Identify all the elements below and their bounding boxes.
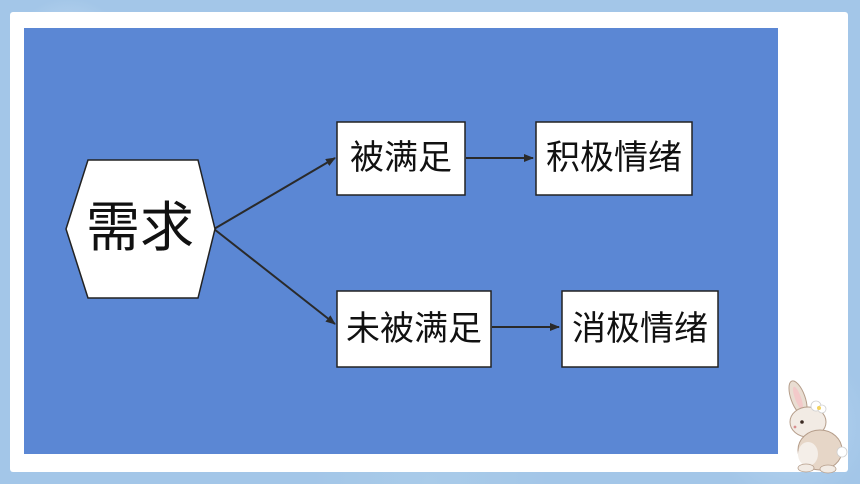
node-positive-emotion-label: 积极情绪 — [546, 138, 682, 178]
node-negative-emotion: 消极情绪 — [561, 290, 719, 368]
bunny-mascot-icon — [788, 380, 848, 474]
node-unsatisfied: 未被满足 — [336, 290, 492, 368]
node-satisfied: 被满足 — [336, 121, 466, 196]
node-root-label: 需求 — [86, 196, 194, 259]
node-negative-emotion-label: 消极情绪 — [572, 309, 708, 349]
node-satisfied-label: 被满足 — [350, 138, 452, 178]
node-root: 需求 — [65, 159, 216, 299]
arrow-root-to-satisfied — [213, 157, 336, 230]
node-positive-emotion: 积极情绪 — [535, 121, 693, 196]
arrow-root-to-unsatisfied — [213, 228, 336, 325]
node-unsatisfied-label: 未被满足 — [346, 309, 482, 349]
